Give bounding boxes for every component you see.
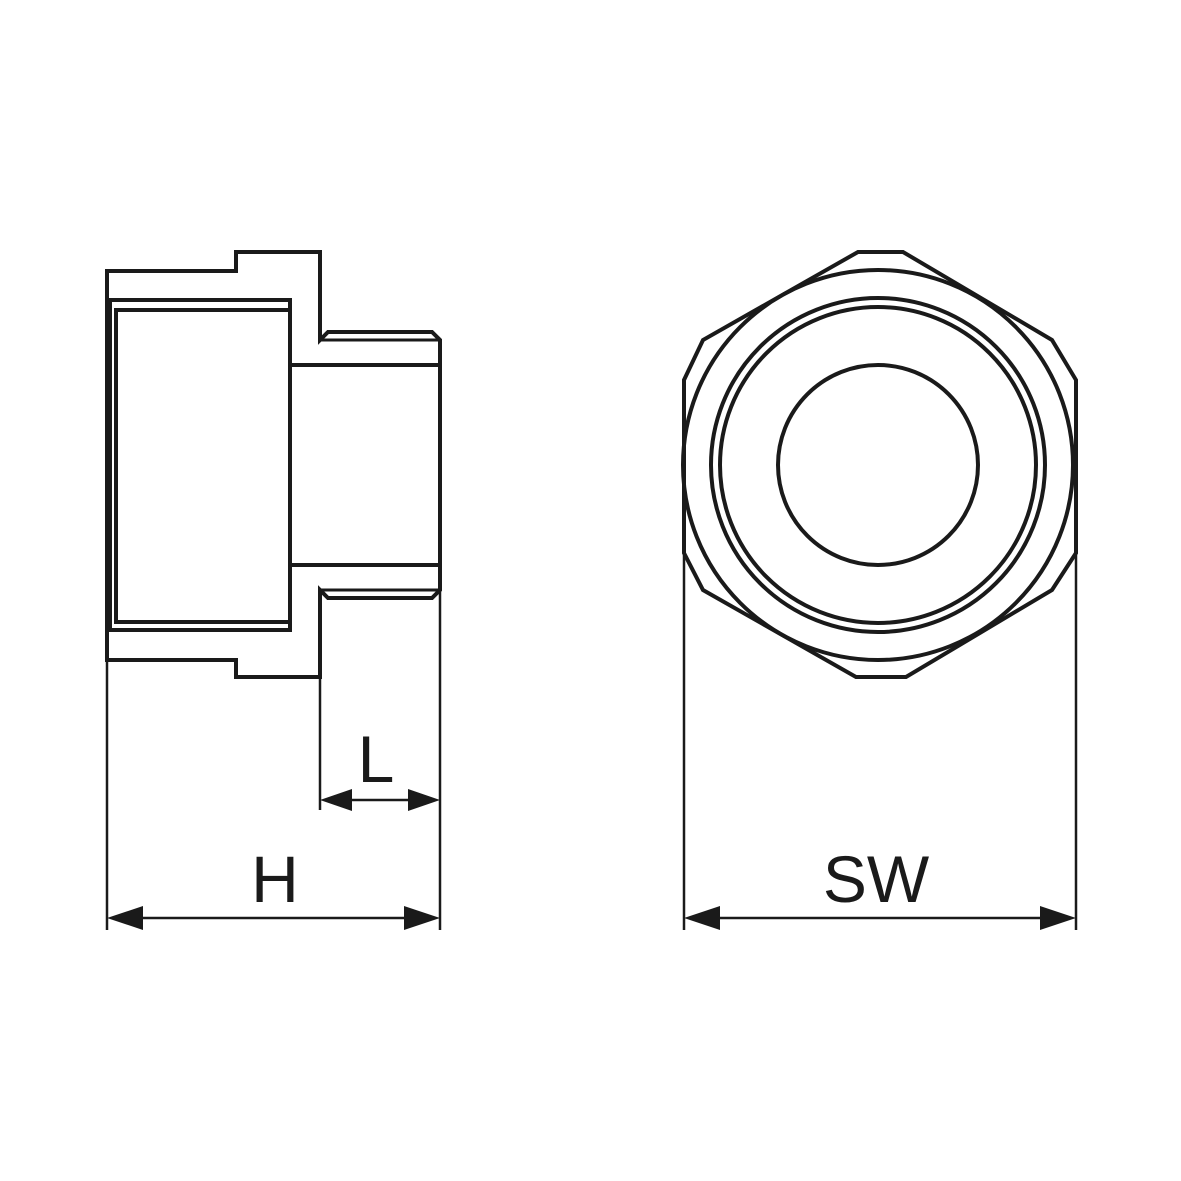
dimension-SW: SW	[684, 842, 1076, 930]
bore-outline	[105, 298, 290, 632]
large-bore	[114, 308, 292, 624]
thread-circle-outer	[709, 296, 1047, 634]
arrowhead-icon	[408, 789, 440, 811]
arrowhead-icon	[107, 906, 143, 930]
arrowhead-icon	[1040, 906, 1076, 930]
extension-lines	[105, 553, 1078, 930]
dimensions: L H SW	[105, 553, 1078, 930]
dimension-L: L	[320, 722, 440, 811]
thread-circle-inner	[718, 305, 1038, 625]
arrowhead-icon	[684, 906, 720, 930]
outer-circle	[681, 268, 1075, 662]
thread-lines	[320, 338, 440, 592]
small-bore	[290, 363, 442, 567]
dimension-H: H	[107, 842, 440, 930]
hex-outline	[682, 250, 1078, 679]
dimension-label-l: L	[358, 722, 395, 796]
bore-circle	[776, 363, 980, 567]
section-view	[105, 250, 442, 679]
dimension-label-sw: SW	[823, 842, 930, 916]
arrowhead-icon	[404, 906, 440, 930]
arrowhead-icon	[320, 789, 352, 811]
dimension-label-h: H	[251, 842, 299, 916]
hex-end-view	[681, 250, 1078, 679]
